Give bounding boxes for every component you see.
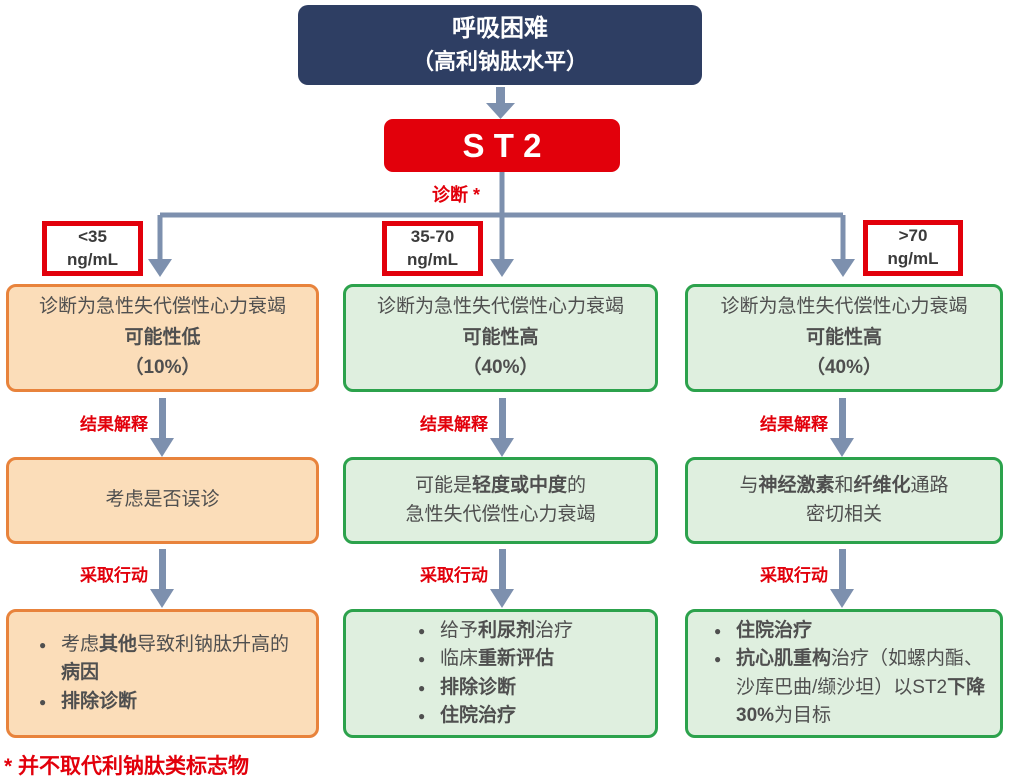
interpret-label-left: 结果解释	[80, 415, 148, 434]
interpret-box-left: 考虑是否误诊	[6, 457, 319, 544]
action-list-right: 住院治疗抗心肌重构治疗（如螺内酯、沙库巴曲/缬沙坦）以ST2下降30%为目标	[714, 617, 992, 731]
action-label-left: 采取行动	[80, 566, 148, 585]
interpret-arrows	[150, 398, 854, 457]
diagnosis-box-low: 诊断为急性失代偿性心力衰竭可能性低（10%）	[6, 284, 319, 392]
threshold-gt70: >70 ng/mL	[863, 220, 963, 276]
branch-lines	[157, 172, 846, 260]
threshold-unit: ng/mL	[67, 249, 118, 269]
footnote: * 并不取代利钠肽类标志物	[4, 755, 250, 778]
dyspnea-title: 呼吸困难	[452, 14, 548, 42]
arrow-root-to-st2	[486, 87, 515, 119]
action-list-mid: 给予利尿剂治疗临床重新评估排除诊断住院治疗	[418, 617, 573, 731]
dyspnea-node: 呼吸困难 （高利钠肽水平）	[298, 5, 702, 85]
dyspnea-subtitle: （高利钠肽水平）	[411, 49, 588, 75]
threshold-lt35: <35 ng/mL	[42, 221, 143, 276]
threshold-unit: ng/mL	[407, 249, 458, 269]
threshold-value: 35-70	[410, 226, 455, 246]
st2-node: ST2	[384, 119, 620, 172]
action-label-right: 采取行动	[760, 566, 828, 585]
action-box-mid: 给予利尿剂治疗临床重新评估排除诊断住院治疗	[343, 609, 658, 738]
interpret-label-mid: 结果解释	[420, 415, 488, 434]
diagnosis-label: 诊断 *	[431, 185, 480, 205]
interpret-box-mid: 可能是轻度或中度的急性失代偿性心力衰竭	[343, 457, 658, 544]
action-arrows	[150, 549, 854, 608]
action-list-left: 考虑其他导致利钠肽升高的病因排除诊断	[39, 631, 302, 717]
diagnosis-box-mid: 诊断为急性失代偿性心力衰竭可能性高（40%）	[343, 284, 658, 392]
st2-label: ST2	[462, 126, 551, 164]
action-label-mid: 采取行动	[420, 566, 488, 585]
branch-arrowheads	[148, 259, 855, 277]
interpret-box-right: 与神经激素和纤维化通路密切相关	[685, 457, 1003, 544]
interpret-label-right: 结果解释	[760, 415, 828, 434]
threshold-value: <35	[78, 226, 107, 246]
threshold-35-70: 35-70 ng/mL	[382, 221, 483, 276]
diagnosis-box-high: 诊断为急性失代偿性心力衰竭可能性高（40%）	[685, 284, 1003, 392]
action-box-right: 住院治疗抗心肌重构治疗（如螺内酯、沙库巴曲/缬沙坦）以ST2下降30%为目标	[685, 609, 1003, 738]
threshold-value: >70	[898, 226, 928, 246]
threshold-unit: ng/mL	[887, 249, 939, 268]
action-box-left: 考虑其他导致利钠肽升高的病因排除诊断	[6, 609, 319, 738]
